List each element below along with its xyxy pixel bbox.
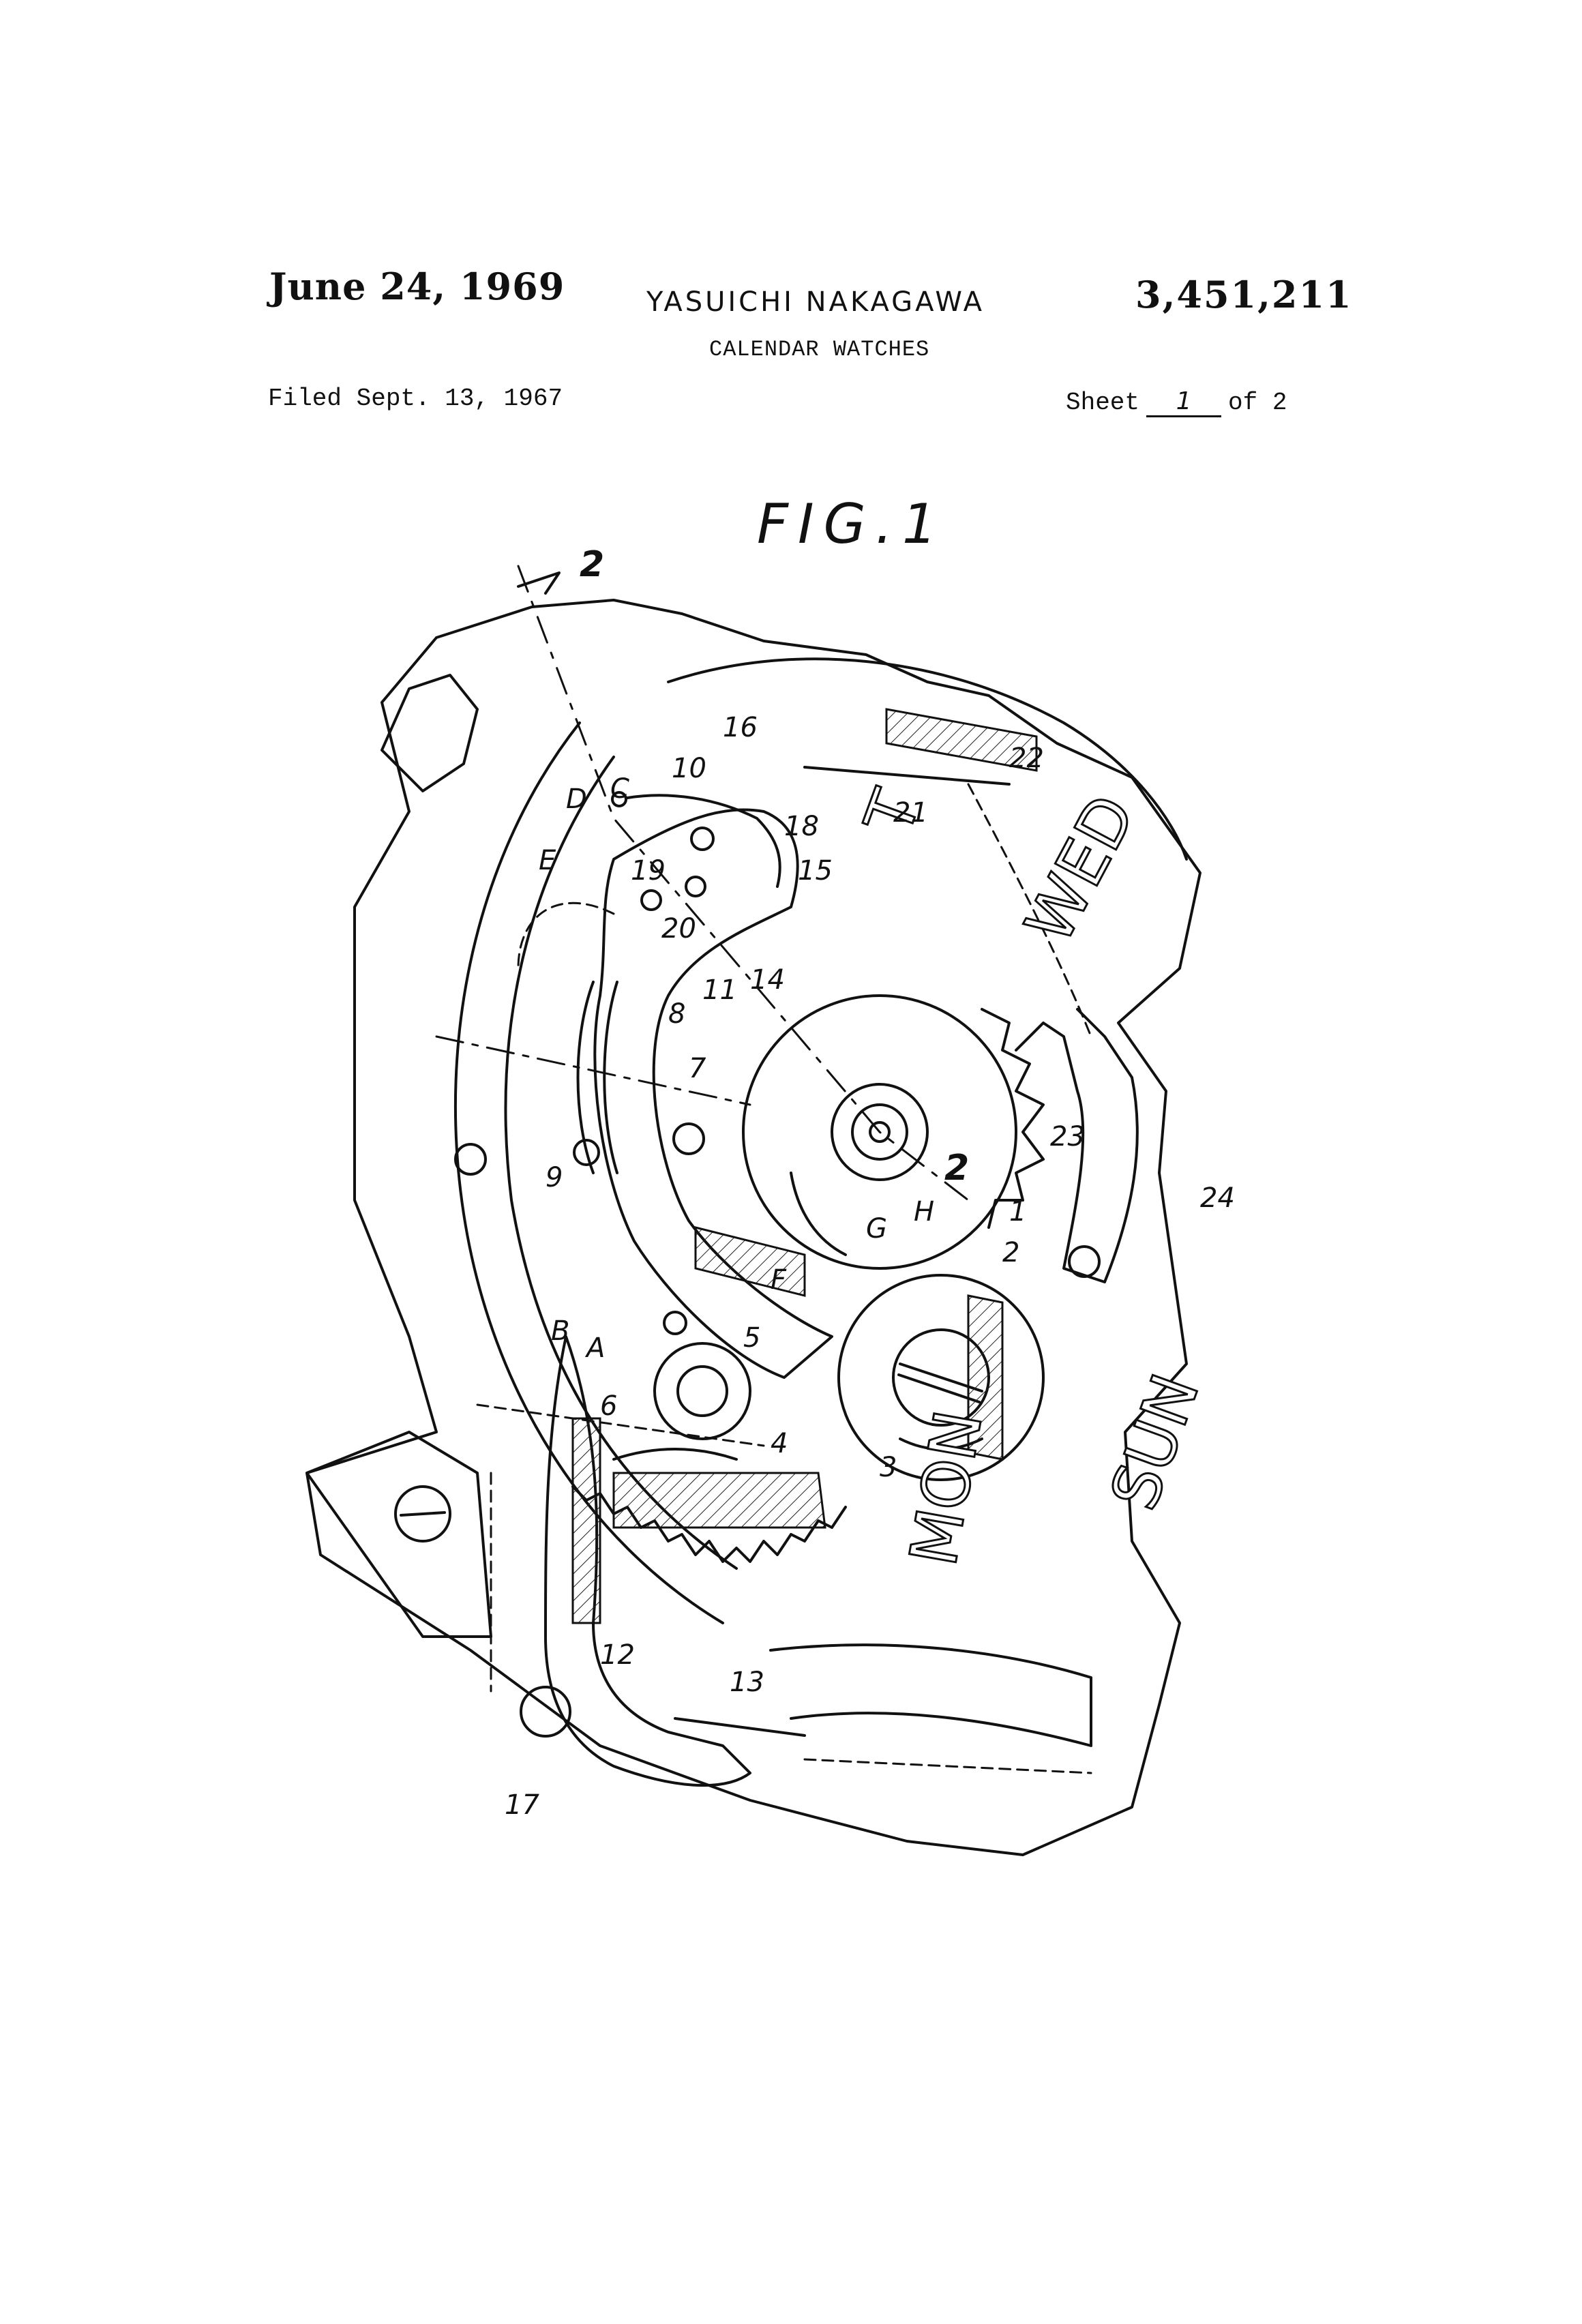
ref-8: 8 [668,998,685,1030]
rotation-arrow-4 [614,1449,736,1459]
pin-24 [1069,1247,1099,1277]
section-mark-center: 2 [944,1148,969,1189]
ref-19: 19 [631,855,666,887]
section-line [518,566,968,1200]
ref-9: 9 [546,1162,563,1193]
ref-13: 13 [730,1667,764,1698]
screw-mid [674,1124,704,1154]
hatch-gear-3 [614,1473,825,1528]
dial-word-sun: SUN [1096,1365,1214,1519]
ref-6: 6 [600,1390,617,1422]
point-c: C [610,773,629,805]
ref-21: 21 [893,797,928,829]
pin-19 [686,877,705,896]
point-a: A [584,1332,605,1364]
point-g: G [866,1213,887,1245]
ref-2: 2 [1002,1237,1019,1268]
section-arrow-top [518,573,559,593]
pin-17 [521,1687,570,1736]
spring-13 [675,1718,805,1735]
ref-17: 17 [505,1789,539,1821]
ref-5: 5 [743,1322,760,1354]
ref-12: 12 [600,1639,635,1671]
screw-left [456,1144,486,1174]
ref-11: 11 [702,974,737,1006]
ref-18: 18 [784,811,819,842]
gear-4-hub [655,1343,750,1439]
point-f: F [771,1264,787,1296]
section-mark-top: 2 [580,544,604,585]
pin-5 [664,1312,686,1334]
ref-14: 14 [750,964,785,996]
ref-22: 22 [1009,743,1044,774]
point-b: B [551,1315,569,1347]
ref-15: 15 [798,855,833,887]
ref-1: 1 [1009,1196,1026,1227]
dial-digits-outline [382,675,477,791]
ref-7: 7 [689,1053,706,1084]
point-e: E [539,845,556,876]
ref-10: 10 [672,753,706,784]
dial-word-wed: WED [1011,784,1150,955]
pin-18 [691,828,713,850]
ref-23: 23 [1050,1121,1085,1152]
point-d: D [566,784,587,815]
ref-3: 3 [880,1452,897,1483]
calendar-disk-arc [771,1645,1091,1746]
gear-4-inner [678,1367,727,1416]
spring-21 [805,767,1009,784]
star-wheel [982,1009,1043,1227]
pin-20 [642,891,661,910]
point-h: H [914,1196,934,1227]
ref-4: 4 [771,1428,788,1459]
ref-16: 16 [723,712,758,743]
hatch-lower-lever [573,1418,600,1623]
ref-20: 20 [661,913,696,944]
dial-word-mon: MON [896,1405,997,1571]
ref-24: 24 [1200,1182,1235,1214]
